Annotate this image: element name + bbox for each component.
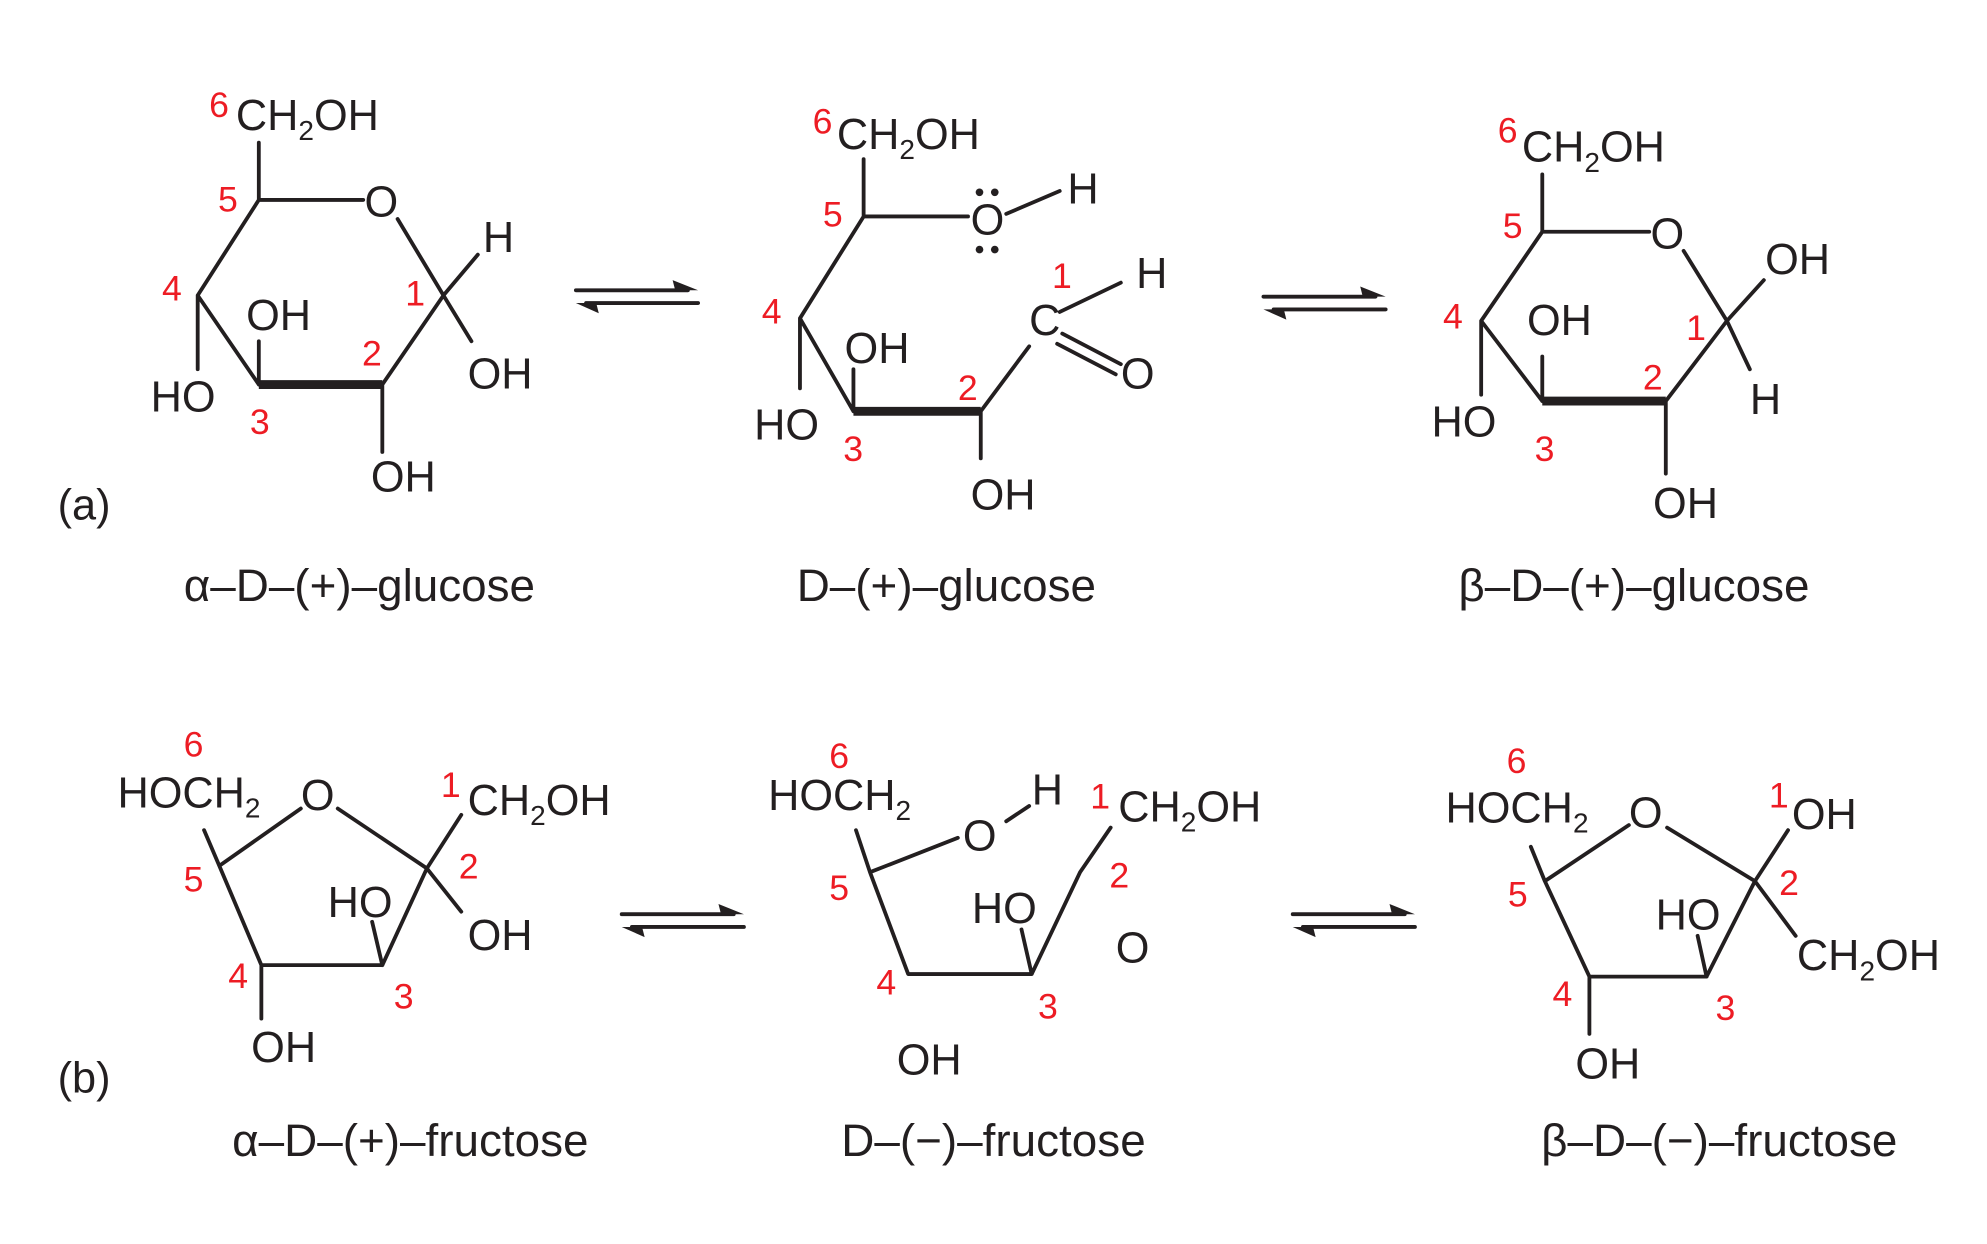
svg-text:4: 4 [762, 291, 782, 331]
svg-text:O: O [1116, 925, 1150, 973]
svg-text:CH2OH: CH2OH [468, 777, 611, 831]
svg-text:4: 4 [876, 962, 896, 1002]
svg-text:2: 2 [1109, 855, 1129, 895]
svg-text:1: 1 [1090, 777, 1110, 817]
lone-pair-dots [975, 188, 999, 254]
svg-text:6: 6 [209, 85, 229, 125]
svg-text:HO: HO [754, 401, 819, 449]
equilibrium-arrow [573, 280, 701, 314]
equilibrium-arrow [1290, 904, 1417, 938]
beta-glucose-label: β–D–(+)–glucose [1458, 560, 1809, 611]
svg-text:6: 6 [1498, 111, 1518, 151]
svg-text:6: 6 [184, 724, 204, 764]
svg-text:O: O [1629, 790, 1663, 838]
svg-text:4: 4 [162, 268, 182, 308]
svg-text:H: H [1750, 376, 1781, 424]
svg-text:3: 3 [250, 402, 270, 442]
beta-fructose-label: β–D–(−)–fructose [1541, 1115, 1897, 1166]
alpha-glucose-label: α–D–(+)–glucose [184, 560, 535, 611]
svg-text:4: 4 [1552, 974, 1572, 1014]
equilibrium-arrow [619, 904, 746, 938]
svg-text:3: 3 [1715, 988, 1735, 1028]
svg-text:HO: HO [972, 885, 1037, 933]
svg-text:OH: OH [468, 350, 533, 398]
svg-text:OH: OH [1653, 480, 1718, 528]
svg-text:HO: HO [328, 879, 393, 927]
svg-text:2: 2 [362, 333, 382, 373]
svg-text:3: 3 [394, 976, 414, 1016]
open-fructose-structure: HOCH2 O H CH2OH HO O OH 6 1 5 2 4 3 [768, 736, 1261, 1085]
svg-text:HOCH2: HOCH2 [1446, 785, 1589, 839]
svg-text:OH: OH [371, 453, 436, 501]
svg-text:2: 2 [1643, 358, 1663, 398]
svg-text:H: H [1136, 250, 1167, 298]
svg-text:HO: HO [151, 373, 216, 421]
svg-text:1: 1 [1052, 256, 1072, 296]
svg-text:5: 5 [829, 868, 849, 908]
beta-fructose-structure: HOCH2 O OH CH2OH HO OH 6 1 5 2 4 3 [1446, 741, 1940, 1089]
svg-text:O: O [301, 772, 335, 820]
svg-text:5: 5 [184, 859, 204, 899]
alpha-fructose-label: α–D–(+)–fructose [232, 1115, 588, 1166]
svg-text:5: 5 [823, 195, 843, 235]
svg-text:HOCH2: HOCH2 [768, 772, 911, 826]
equilibrium-arrow [1261, 286, 1388, 320]
svg-text:CH2OH: CH2OH [1522, 124, 1665, 178]
svg-text:CH2OH: CH2OH [236, 92, 379, 146]
svg-text:3: 3 [1535, 429, 1555, 469]
svg-text:OH: OH [845, 325, 910, 373]
svg-text:OH: OH [971, 471, 1036, 519]
svg-text:O: O [1651, 210, 1685, 258]
svg-text:O: O [971, 196, 1005, 244]
svg-text:OH: OH [1792, 791, 1857, 839]
svg-text:1: 1 [405, 274, 425, 314]
svg-text:HO: HO [1432, 399, 1497, 447]
svg-text:5: 5 [218, 179, 238, 219]
svg-text:O: O [963, 813, 997, 861]
svg-text:OH: OH [251, 1024, 316, 1072]
svg-text:5: 5 [1508, 875, 1528, 915]
svg-text:5: 5 [1503, 206, 1523, 246]
alpha-fructose-structure: HOCH2 O CH2OH OH HO OH 6 1 5 2 4 3 [117, 724, 610, 1072]
svg-text:4: 4 [228, 956, 248, 996]
svg-text:2: 2 [459, 847, 479, 887]
alpha-glucose-structure: CH2OH O H OH OH OH HO 6 5 4 1 2 3 [151, 85, 533, 501]
svg-text:6: 6 [1507, 741, 1527, 781]
panel-label-a: (a) [58, 482, 111, 530]
open-fructose-label: D–(−)–fructose [841, 1115, 1145, 1166]
open-glucose-structure: CH2OH O H C H O OH HO OH 6 5 4 1 2 3 [754, 102, 1167, 520]
svg-text:C: C [1029, 297, 1060, 345]
svg-text:OH: OH [468, 912, 533, 960]
svg-text:6: 6 [829, 736, 849, 776]
beta-glucose-structure: CH2OH O OH H OH OH HO 6 5 4 1 2 3 [1432, 111, 1831, 529]
svg-text:OH: OH [897, 1037, 962, 1085]
svg-text:OH: OH [1765, 236, 1830, 284]
svg-text:OH: OH [1575, 1040, 1640, 1088]
svg-text:2: 2 [1779, 863, 1799, 903]
svg-text:6: 6 [813, 102, 833, 142]
svg-text:OH: OH [1527, 297, 1592, 345]
svg-text:HOCH2: HOCH2 [117, 769, 260, 823]
svg-text:CH2OH: CH2OH [1797, 932, 1940, 986]
svg-text:CH2OH: CH2OH [1118, 783, 1261, 837]
svg-text:3: 3 [843, 429, 863, 469]
svg-text:4: 4 [1443, 297, 1463, 337]
svg-text:2: 2 [958, 368, 978, 408]
panel-label-b: (b) [58, 1054, 111, 1102]
svg-text:H: H [483, 214, 514, 262]
open-glucose-label: D–(+)–glucose [797, 560, 1096, 611]
svg-text:1: 1 [1769, 775, 1789, 815]
svg-text:CH2OH: CH2OH [837, 111, 980, 165]
svg-text:O: O [364, 178, 398, 226]
svg-text:HO: HO [1656, 891, 1721, 939]
svg-text:1: 1 [441, 765, 461, 805]
svg-text:3: 3 [1038, 987, 1058, 1027]
svg-text:O: O [1121, 350, 1155, 398]
svg-text:OH: OH [246, 292, 311, 340]
svg-text:H: H [1032, 767, 1063, 815]
svg-text:H: H [1067, 166, 1098, 214]
svg-text:1: 1 [1686, 308, 1706, 348]
